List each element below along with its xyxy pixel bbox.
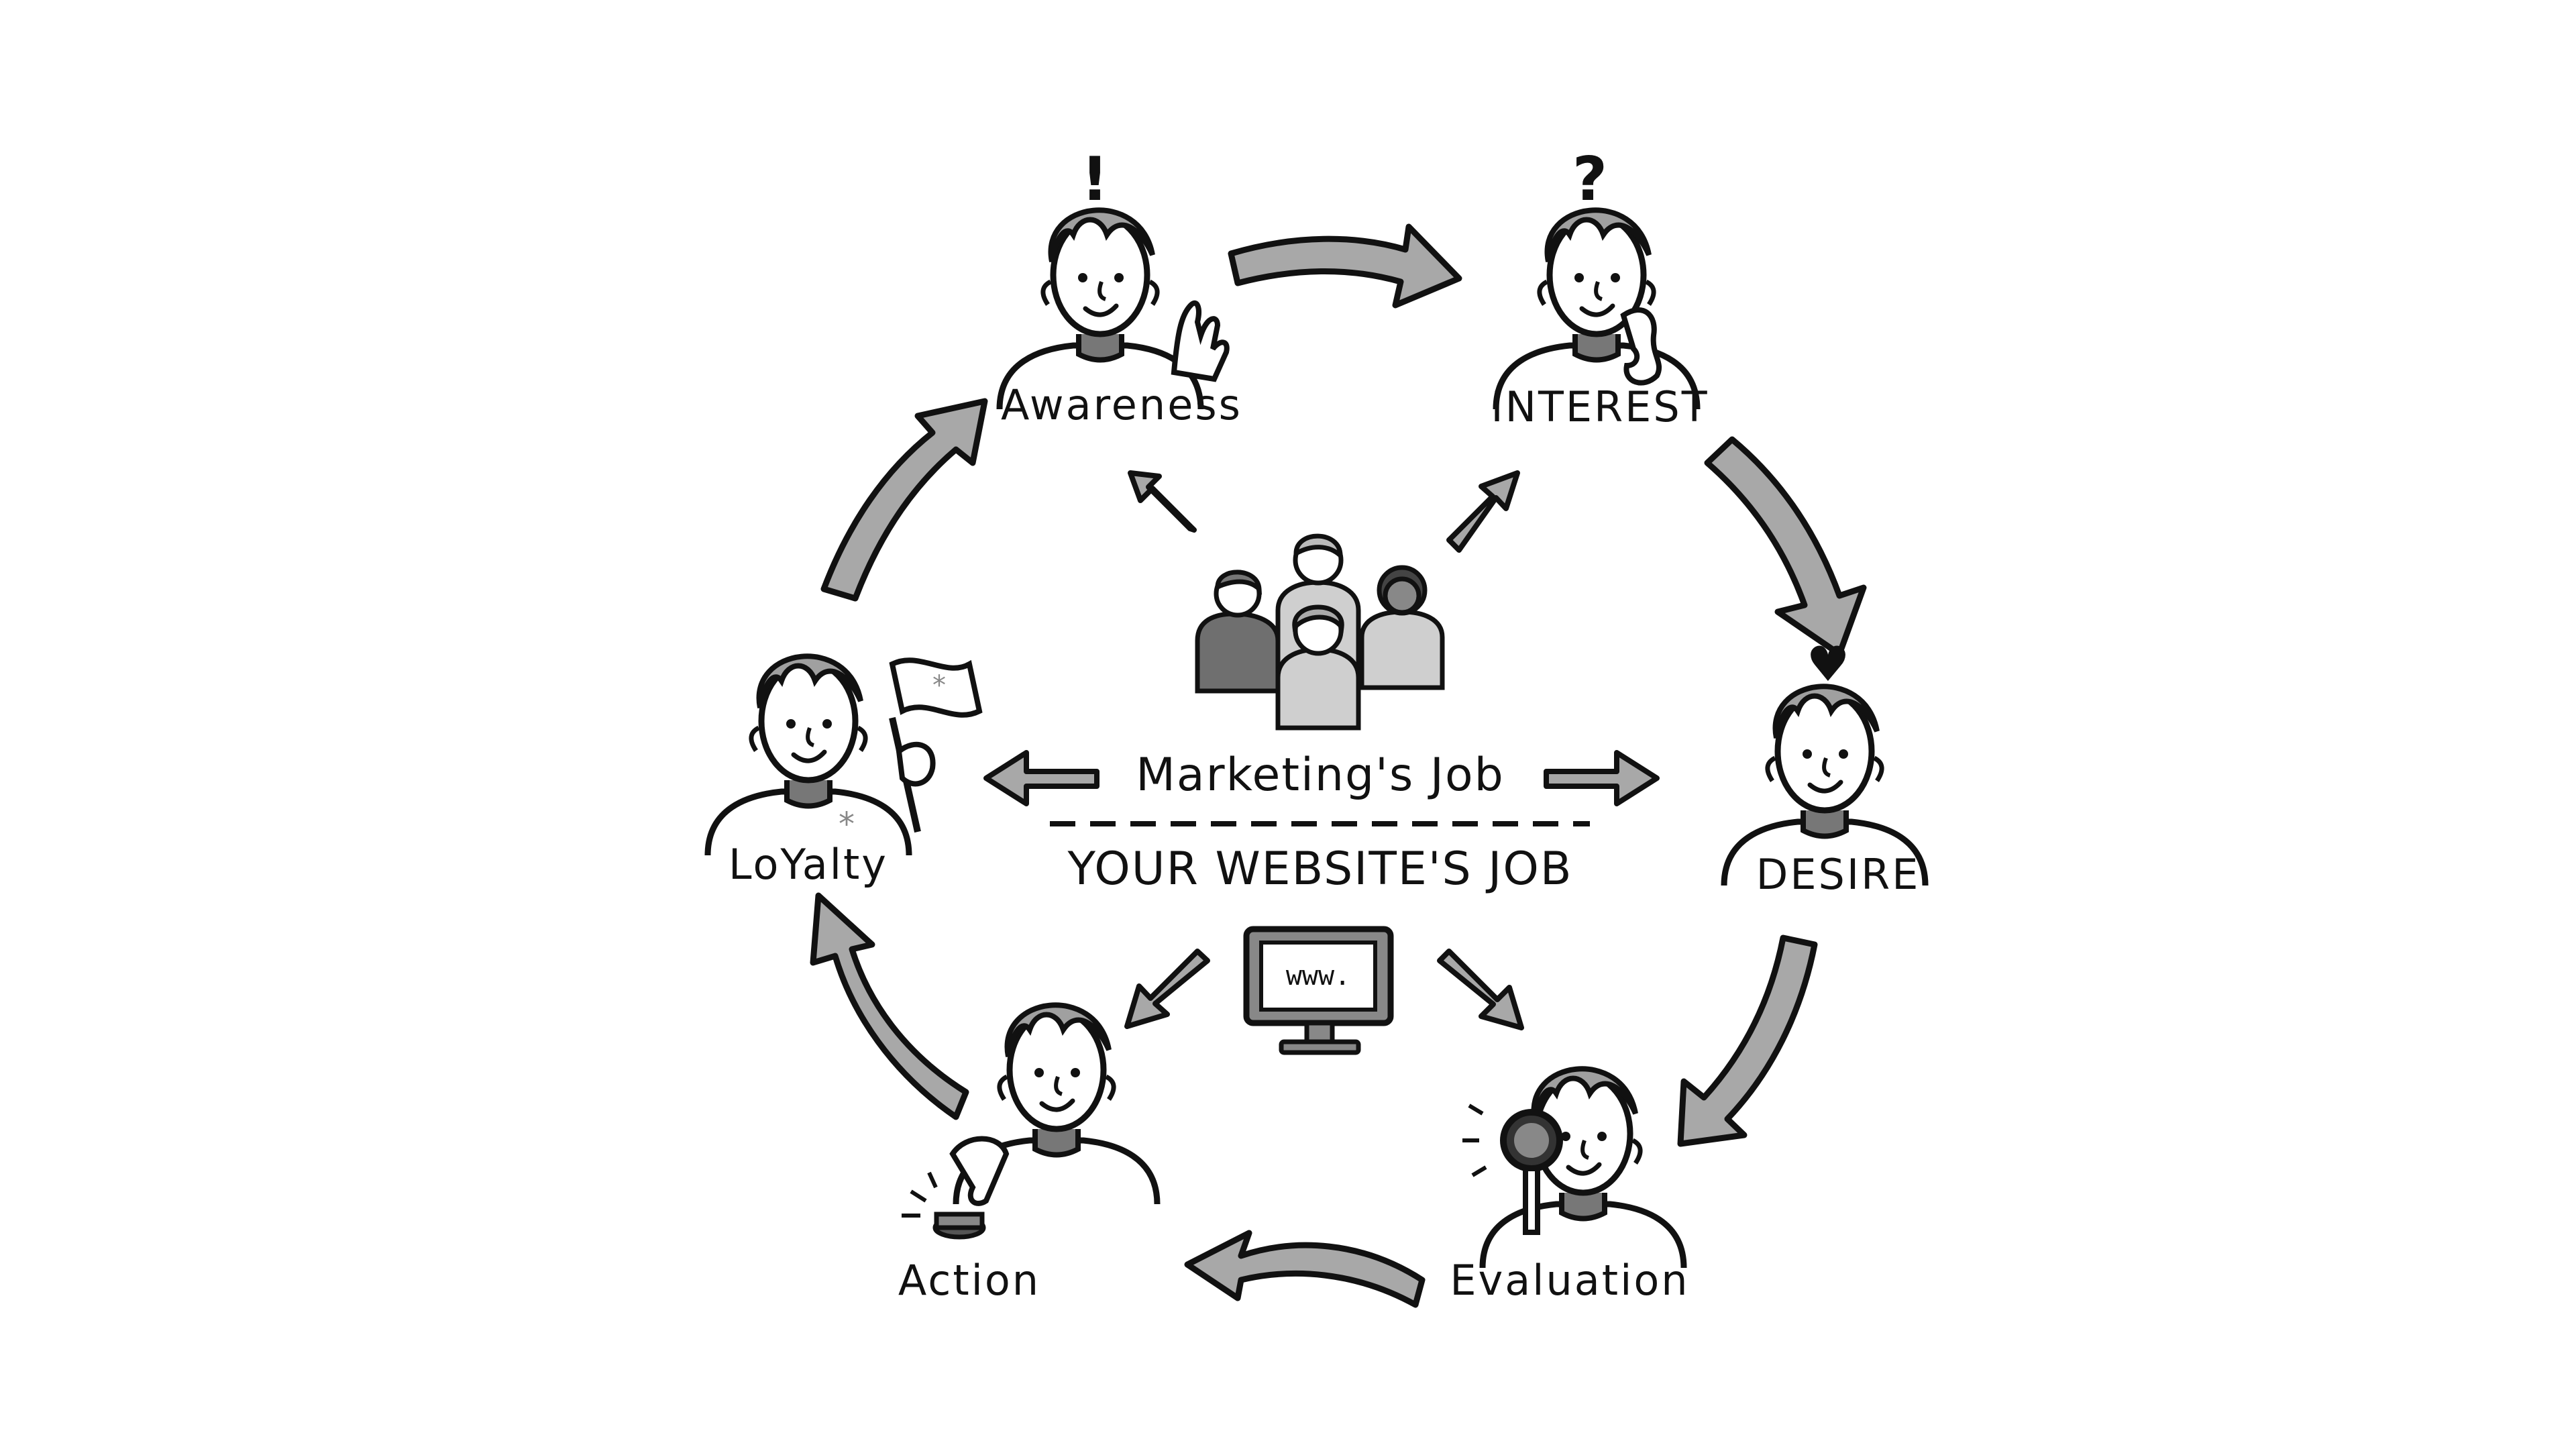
- flag-icon: *: [889, 657, 983, 833]
- monitor-screen-text: www.: [1286, 961, 1350, 991]
- website-job-label: YOUR WEBSITE'S JOB: [1067, 843, 1572, 896]
- stage-evaluation: Evaluation: [1450, 1069, 1689, 1305]
- stage-desire: ♥ DESIRE: [1724, 636, 1925, 899]
- stage-interest: ? INTEREST: [1491, 144, 1709, 431]
- stage-label-interest: INTEREST: [1491, 382, 1709, 431]
- thinking-hand-icon: [1620, 307, 1662, 386]
- push-button-icon: [902, 1136, 1010, 1240]
- stage-label-awareness: Awareness: [1001, 380, 1242, 429]
- cycle-arrows: [810, 223, 1867, 1308]
- arrow-loyalty-to-awareness: [820, 398, 988, 602]
- marketing-job-label: Marketing's Job: [1136, 749, 1504, 802]
- arrow-to-action: [1124, 949, 1210, 1029]
- group-person-left: [1195, 570, 1281, 694]
- arrow-awareness-to-interest: [1228, 223, 1462, 309]
- stage-label-loyalty: LoYalty: [729, 840, 888, 889]
- arrow-desire-to-evaluation: [1677, 934, 1818, 1147]
- magnifying-glass-icon: [1462, 1104, 1563, 1235]
- stage-action: Action: [898, 1005, 1157, 1305]
- group-person-front: [1275, 604, 1361, 731]
- arrow-to-evaluation: [1437, 949, 1524, 1030]
- shirt-star-icon: *: [839, 806, 855, 843]
- question-mark: ?: [1572, 144, 1607, 215]
- group-person-right: [1359, 565, 1445, 690]
- heart-icon: ♥: [1807, 636, 1850, 692]
- arrow-to-loyalty: [983, 750, 1099, 806]
- waving-hand-icon: [1171, 300, 1230, 382]
- stage-awareness: ! Awareness: [1000, 144, 1242, 429]
- person-loyalty: [708, 656, 909, 855]
- person-evaluation: [1483, 1069, 1684, 1268]
- stage-loyalty: * * LoYalty: [708, 656, 983, 889]
- arrow-to-desire: [1544, 750, 1660, 806]
- arrow-to-awareness: [1128, 470, 1197, 533]
- center-arrows: [983, 470, 1660, 1030]
- monitor-icon: www.: [1243, 926, 1394, 1055]
- person-awareness: [1000, 210, 1201, 409]
- people-group-icon: [1195, 533, 1445, 731]
- arrow-action-to-loyalty: [810, 892, 969, 1120]
- arrow-to-interest: [1446, 470, 1520, 553]
- arrow-interest-to-desire: [1704, 436, 1867, 657]
- person-interest: [1496, 210, 1697, 409]
- stage-label-desire: DESIRE: [1756, 850, 1921, 899]
- stage-label-action: Action: [898, 1256, 1040, 1305]
- stage-label-evaluation: Evaluation: [1450, 1256, 1689, 1305]
- svg-text:*: *: [932, 670, 946, 701]
- arrow-evaluation-to-action: [1184, 1230, 1426, 1308]
- exclamation-mark: !: [1081, 144, 1108, 215]
